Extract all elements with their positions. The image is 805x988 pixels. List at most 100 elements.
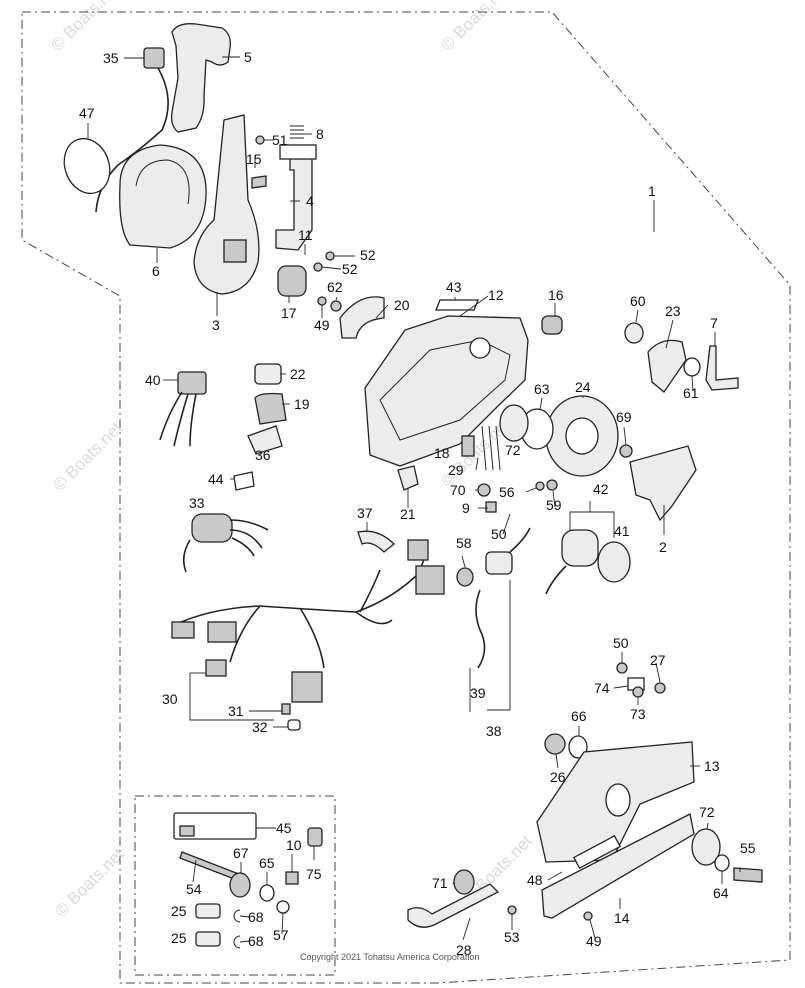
nut-57-shape	[276, 900, 290, 914]
callout-49b: 49	[586, 933, 602, 949]
callout-21: 21	[400, 506, 416, 522]
callout-56: 56	[499, 484, 515, 500]
spring-27-shape	[654, 682, 666, 694]
callout-30: 30	[162, 691, 178, 707]
nut-69-shape	[619, 444, 633, 458]
connector-35-shape	[143, 47, 165, 69]
callout-2: 2	[659, 539, 667, 555]
callout-65: 65	[259, 855, 275, 871]
link-arm-shape	[629, 445, 697, 522]
clip-25b-shape	[195, 931, 221, 947]
part-19-shape	[254, 392, 287, 425]
part-75-shape	[307, 827, 323, 847]
clip-25a-shape	[195, 903, 221, 919]
callout-68b: 68	[248, 933, 264, 949]
nut-58-shape	[456, 567, 474, 587]
callout-64: 64	[713, 885, 729, 901]
part-10-shape	[285, 871, 299, 885]
screw-50b-shape	[616, 662, 628, 674]
callout-50a: 50	[491, 526, 507, 542]
cam-23-shape	[647, 339, 687, 393]
callout-25a: 25	[171, 903, 187, 919]
callout-27: 27	[650, 652, 666, 668]
callout-40: 40	[145, 372, 161, 388]
callout-5: 5	[244, 49, 252, 65]
callout-1: 1	[648, 183, 656, 199]
callout-29: 29	[448, 462, 464, 478]
grille-41-shape	[597, 541, 631, 583]
part-22-shape	[254, 363, 282, 385]
callout-68a: 68	[248, 909, 264, 925]
callout-45: 45	[276, 820, 292, 836]
part-70-shape	[477, 483, 491, 497]
handle-grip-shape	[170, 23, 231, 133]
bolt-55-shape	[733, 867, 763, 883]
copyright-text: Copyright 2021 Tohatsu America Corporati…	[300, 952, 479, 962]
callout-59: 59	[546, 497, 562, 513]
washer-60-shape	[624, 322, 644, 344]
bushing-17-shape	[277, 265, 307, 297]
screw-52a-shape	[325, 251, 335, 261]
callout-18: 18	[434, 445, 450, 461]
part-67-shape	[229, 872, 251, 898]
assembly-boundary	[21, 11, 791, 984]
screw-52b-shape	[313, 262, 323, 272]
callout-4: 4	[306, 193, 314, 209]
callout-23: 23	[665, 303, 681, 319]
part-9-shape	[485, 501, 497, 513]
callout-3: 3	[212, 317, 220, 333]
callout-44: 44	[208, 471, 224, 487]
callout-52a: 52	[360, 247, 376, 263]
callout-36: 36	[255, 447, 271, 463]
part-36-shape	[247, 425, 283, 455]
label-48-shape	[572, 835, 622, 869]
washer-61-shape	[683, 357, 701, 377]
screw-49b-shape	[583, 911, 593, 921]
strips-29-shape	[481, 425, 501, 471]
callout-43: 43	[446, 279, 462, 295]
callout-67: 67	[233, 845, 249, 861]
callout-55: 55	[740, 840, 756, 856]
callout-10: 10	[286, 837, 302, 853]
callout-41: 41	[614, 523, 630, 539]
callout-53: 53	[504, 929, 520, 945]
callout-60: 60	[630, 293, 646, 309]
label-44-shape	[233, 471, 255, 491]
part-21-shape	[397, 465, 419, 491]
callout-labels: 1 2 3 4 5 6 7 8 9 10 11 12 13 14 15 16 1…	[79, 49, 756, 958]
buzzer-42-shape	[561, 529, 599, 567]
watermark: © Boats.net	[437, 0, 514, 55]
stop-switch-shape	[485, 551, 513, 575]
o-ring-shape	[63, 137, 111, 195]
washer-64-shape	[714, 854, 730, 872]
bracket-shape	[275, 157, 313, 251]
washer-66-shape	[568, 735, 588, 759]
switch-33-shape	[191, 513, 233, 543]
callout-15: 15	[246, 151, 262, 167]
ring-68a-shape	[233, 909, 241, 923]
ring-68b-shape	[233, 935, 241, 949]
callout-13: 13	[704, 758, 720, 774]
callout-32: 32	[252, 719, 268, 735]
part-32-shape	[287, 719, 301, 731]
callout-57: 57	[273, 927, 289, 943]
callout-25b: 25	[171, 930, 187, 946]
callout-14: 14	[614, 910, 630, 926]
watermark: © Boats.net	[47, 0, 124, 55]
screw-51-shape	[255, 135, 265, 145]
connector-40-shape	[177, 371, 207, 395]
callout-28: 28	[456, 942, 472, 958]
callout-26: 26	[550, 769, 566, 785]
callout-63: 63	[534, 381, 550, 397]
callout-6: 6	[152, 263, 160, 279]
callout-70: 70	[450, 482, 466, 498]
callout-47: 47	[79, 105, 95, 121]
callout-72b: 72	[699, 804, 715, 820]
bolt-56-shape	[535, 481, 545, 491]
clip-37-shape	[357, 530, 395, 553]
leader-lines	[87, 56, 741, 943]
washer-65-shape	[259, 884, 275, 902]
callout-22: 22	[290, 366, 306, 382]
callout-75: 75	[306, 866, 322, 882]
callout-54: 54	[186, 881, 202, 897]
